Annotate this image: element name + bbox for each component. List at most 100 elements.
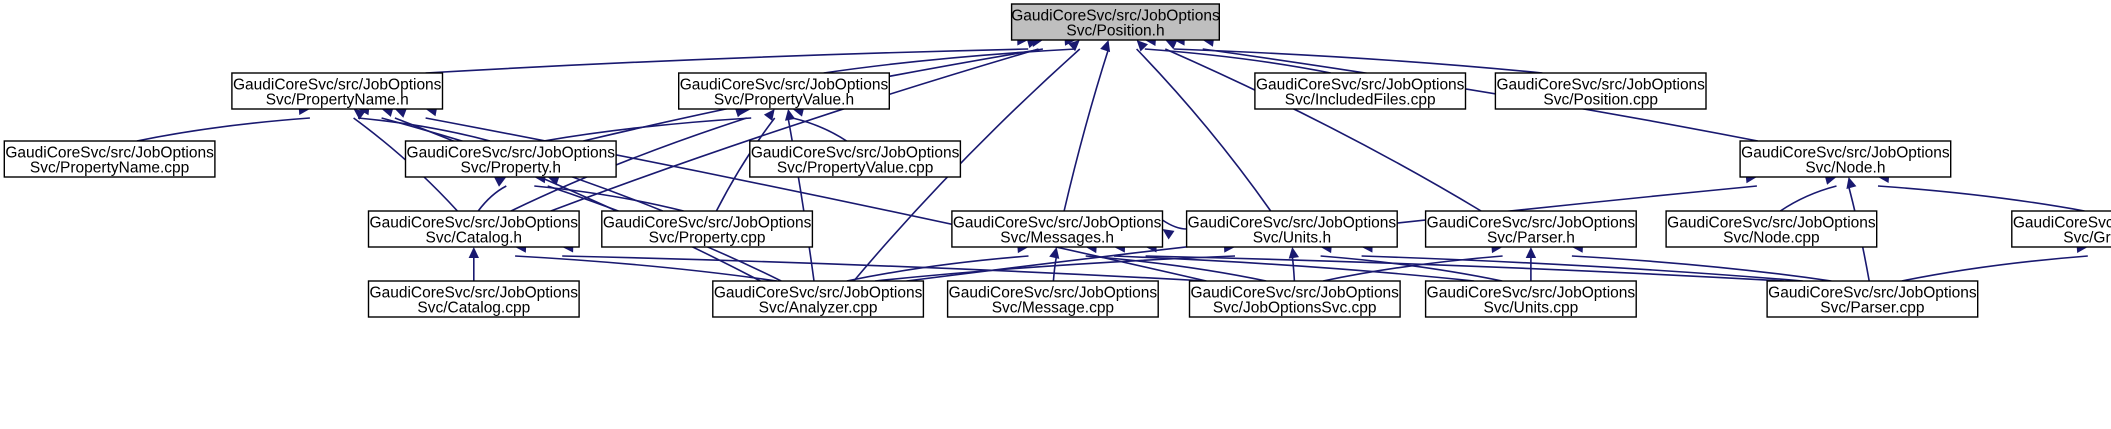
node-label-line1: GaudiCoreSvc/src/JobOptions bbox=[1768, 285, 1977, 302]
dependency-edge bbox=[562, 255, 1207, 282]
dependency-edge bbox=[874, 255, 1236, 282]
edge-arrowhead bbox=[1068, 40, 1080, 52]
edge-arrowhead bbox=[1165, 39, 1178, 50]
node-label-line2: Svc/PropertyName.cpp bbox=[30, 160, 189, 177]
graph-node-position-cpp[interactable]: GaudiCoreSvc/src/JobOptionsSvc/Position.… bbox=[1494, 72, 1707, 110]
graph-node-property-cpp[interactable]: GaudiCoreSvc/src/JobOptionsSvc/Property.… bbox=[601, 210, 814, 248]
graph-node-node-h[interactable]: GaudiCoreSvc/src/JobOptionsSvc/Node.h bbox=[1739, 140, 1952, 178]
node-box[interactable] bbox=[1739, 140, 1952, 178]
graph-node-analyzer-cpp[interactable]: GaudiCoreSvc/src/JobOptionsSvc/Analyzer.… bbox=[712, 280, 925, 318]
node-box[interactable] bbox=[231, 72, 444, 110]
node-box[interactable] bbox=[1424, 280, 1637, 318]
graph-node-message-cpp[interactable]: GaudiCoreSvc/src/JobOptionsSvc/Message.c… bbox=[946, 280, 1159, 318]
node-box[interactable] bbox=[3, 140, 216, 178]
node-box[interactable] bbox=[404, 140, 617, 178]
edge-arrowhead bbox=[1525, 247, 1537, 258]
node-label-line1: GaudiCoreSvc/src/JobOptions bbox=[603, 215, 812, 232]
graph-node-propertyname-cpp[interactable]: GaudiCoreSvc/src/JobOptionsSvc/PropertyN… bbox=[3, 140, 216, 178]
dependency-edge bbox=[1136, 48, 1272, 212]
dependency-edge bbox=[1173, 48, 1543, 74]
node-label-line1: GaudiCoreSvc/src/JobOptions bbox=[1188, 215, 1397, 232]
node-label-line1: GaudiCoreSvc/src/JobOptions bbox=[1190, 285, 1399, 302]
dependency-edge bbox=[853, 48, 1081, 282]
node-label-line2: Svc/Units.cpp bbox=[1484, 300, 1579, 317]
edge-arrowhead bbox=[785, 109, 796, 121]
dependency-edge bbox=[1779, 185, 1837, 212]
node-label-line2: Svc/Property.cpp bbox=[649, 230, 766, 247]
dependency-edge bbox=[543, 117, 752, 142]
dependency-edge bbox=[787, 117, 815, 282]
graph-node-property-h[interactable]: GaudiCoreSvc/src/JobOptionsSvc/Property.… bbox=[404, 140, 617, 178]
node-label-line2: Svc/Catalog.h bbox=[426, 230, 523, 247]
node-box[interactable] bbox=[601, 210, 814, 248]
node-box[interactable] bbox=[367, 280, 580, 318]
node-label-line1: GaudiCoreSvc/src/JobOptions bbox=[407, 145, 616, 162]
node-layer: GaudiCoreSvc/src/JobOptionsSvc/Position.… bbox=[3, 3, 2111, 318]
node-label-line1: GaudiCoreSvc/src/JobOptions bbox=[1427, 215, 1636, 232]
node-box[interactable] bbox=[712, 280, 925, 318]
graph-node-joboptionssvc-cpp[interactable]: GaudiCoreSvc/src/JobOptionsSvc/JobOption… bbox=[1188, 280, 1401, 318]
node-label-line2: Svc/Parser.h bbox=[1487, 230, 1575, 247]
node-label-line1: GaudiCoreSvc/src/JobOptions bbox=[370, 285, 579, 302]
node-label-line1: GaudiCoreSvc/src/JobOptions bbox=[751, 145, 960, 162]
node-box[interactable] bbox=[951, 210, 1164, 248]
graph-node-position-h[interactable]: GaudiCoreSvc/src/JobOptionsSvc/Position.… bbox=[1010, 3, 1220, 41]
node-label-line2: Svc/PropertyName.h bbox=[266, 92, 409, 109]
graph-node-units-h[interactable]: GaudiCoreSvc/src/JobOptionsSvc/Units.h bbox=[1185, 210, 1398, 248]
dependency-edge bbox=[1113, 255, 1475, 282]
dependency-edge bbox=[1085, 255, 1267, 282]
edge-arrowhead bbox=[547, 175, 560, 186]
node-label-line2: Svc/Position.h bbox=[1066, 23, 1164, 40]
dependency-edge bbox=[1901, 255, 2088, 282]
node-box[interactable] bbox=[1254, 72, 1467, 110]
graph-node-messages-h[interactable]: GaudiCoreSvc/src/JobOptionsSvc/Messages.… bbox=[951, 210, 1164, 248]
node-box[interactable] bbox=[1188, 280, 1401, 318]
graph-node-catalog-h[interactable]: GaudiCoreSvc/src/JobOptionsSvc/Catalog.h bbox=[367, 210, 580, 248]
edge-arrowhead bbox=[468, 247, 479, 258]
edge-arrowhead bbox=[734, 107, 747, 118]
dependency-edge bbox=[394, 117, 761, 282]
graph-node-units-cpp[interactable]: GaudiCoreSvc/src/JobOptionsSvc/Units.cpp bbox=[1424, 280, 1637, 318]
node-label-line1: GaudiCoreSvc/src/JobOptions bbox=[680, 77, 889, 94]
node-label-line2: Svc/JobOptionsSvc.cpp bbox=[1213, 300, 1377, 317]
node-box[interactable] bbox=[946, 280, 1159, 318]
node-label-line1: GaudiCoreSvc/src/JobOptions bbox=[1496, 77, 1705, 94]
node-label-line1: GaudiCoreSvc/src/JobOptions bbox=[1741, 145, 1950, 162]
node-box-current-file[interactable] bbox=[1010, 3, 1220, 41]
graph-node-parser-cpp[interactable]: GaudiCoreSvc/src/JobOptionsSvc/Parser.cp… bbox=[1766, 280, 1979, 318]
dependency-edge bbox=[1145, 255, 1785, 282]
node-box[interactable] bbox=[1494, 72, 1707, 110]
node-box[interactable] bbox=[1185, 210, 1398, 248]
node-box[interactable] bbox=[749, 140, 962, 178]
node-label-line2: Svc/Grammar.h bbox=[2063, 230, 2111, 247]
graph-node-propertyvalue-cpp[interactable]: GaudiCoreSvc/src/JobOptionsSvc/PropertyV… bbox=[749, 140, 962, 178]
node-box[interactable] bbox=[678, 72, 891, 110]
dependency-edge bbox=[136, 117, 310, 142]
dependency-edge bbox=[550, 48, 1039, 212]
node-box[interactable] bbox=[1665, 210, 1878, 248]
graph-node-propertyname-h[interactable]: GaudiCoreSvc/src/JobOptionsSvc/PropertyN… bbox=[231, 72, 444, 110]
edge-arrowhead bbox=[1100, 40, 1111, 53]
graph-node-includedfiles-cpp[interactable]: GaudiCoreSvc/src/JobOptionsSvc/IncludedF… bbox=[1254, 72, 1467, 110]
dependency-edge bbox=[1877, 185, 2085, 212]
node-box[interactable] bbox=[1424, 210, 1637, 248]
node-box[interactable] bbox=[1766, 280, 1979, 318]
node-label-line2: Svc/Messages.h bbox=[1000, 230, 1114, 247]
graph-node-propertyvalue-h[interactable]: GaudiCoreSvc/src/JobOptionsSvc/PropertyV… bbox=[678, 72, 891, 110]
node-label-line1: GaudiCoreSvc/src/JobOptions bbox=[714, 285, 923, 302]
dependency-edge bbox=[1063, 48, 1110, 212]
graph-node-catalog-cpp[interactable]: GaudiCoreSvc/src/JobOptionsSvc/Catalog.c… bbox=[367, 280, 580, 318]
graph-node-grammar-h[interactable]: GaudiCoreSvc/src/JobOptionsSvc/Grammar.h bbox=[2011, 210, 2111, 248]
graph-node-parser-h[interactable]: GaudiCoreSvc/src/JobOptionsSvc/Parser.h bbox=[1424, 210, 1637, 248]
node-label-line1: GaudiCoreSvc/src/JobOptions bbox=[233, 77, 442, 94]
edge-arrowhead bbox=[394, 108, 407, 118]
node-box[interactable] bbox=[2011, 210, 2111, 248]
node-label-line2: Svc/Position.cpp bbox=[1543, 92, 1658, 109]
node-label-line1: GaudiCoreSvc/src/JobOptions bbox=[953, 215, 1162, 232]
node-box[interactable] bbox=[367, 210, 580, 248]
graph-node-node-cpp[interactable]: GaudiCoreSvc/src/JobOptionsSvc/Node.cpp bbox=[1665, 210, 1878, 248]
node-label-line2: Svc/IncludedFiles.cpp bbox=[1285, 92, 1436, 109]
edge-arrowhead bbox=[494, 177, 507, 187]
